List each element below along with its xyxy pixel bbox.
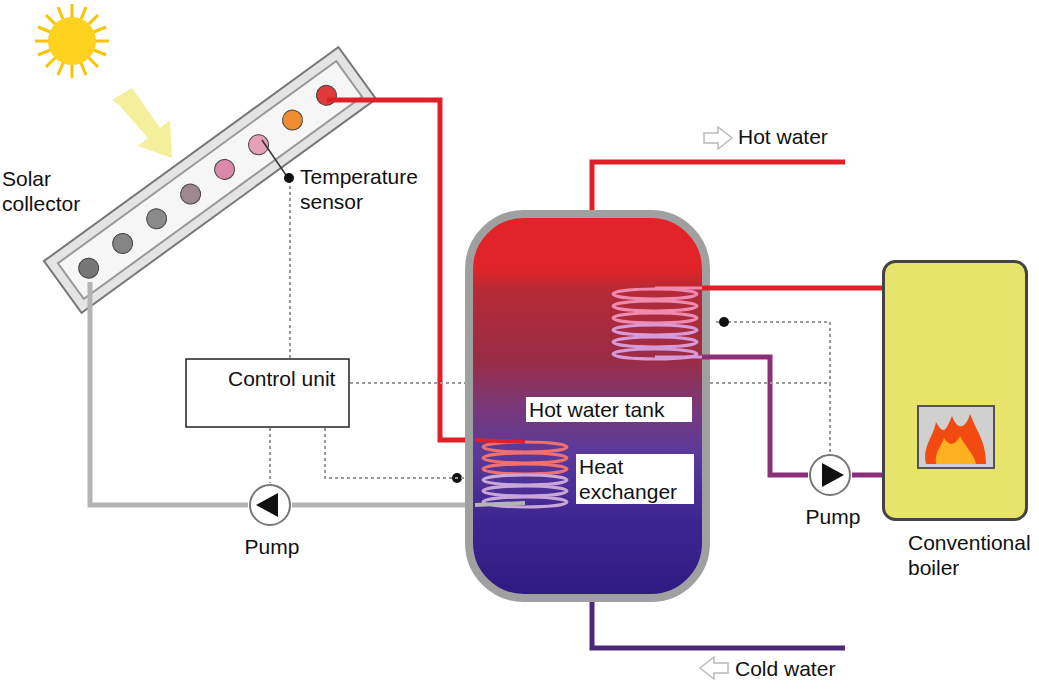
conventional-boiler: Conventional boiler bbox=[882, 260, 1028, 524]
node-label: Control unit bbox=[228, 366, 340, 391]
node-label: Pump bbox=[793, 504, 873, 529]
inlet-label: Cold water bbox=[735, 656, 865, 681]
return-pipe-stub bbox=[88, 282, 93, 322]
sun-icon bbox=[35, 4, 109, 78]
control-wire bbox=[269, 428, 271, 483]
node-outline bbox=[248, 483, 292, 527]
outlet-label: Hot water bbox=[738, 124, 858, 149]
control-box: Control unit bbox=[185, 358, 350, 428]
pipe-connector bbox=[292, 503, 475, 508]
hot-water-pipe bbox=[592, 162, 845, 215]
node-outline bbox=[882, 260, 1028, 524]
control-wire bbox=[325, 428, 475, 478]
sensor-leader bbox=[262, 140, 288, 178]
node-label: Hot water tank bbox=[526, 397, 692, 422]
pipe-connector bbox=[852, 473, 882, 478]
sensor-wire bbox=[289, 180, 291, 322]
pipe-connector bbox=[362, 100, 475, 440]
node-label: Conventional boiler bbox=[908, 530, 1038, 580]
node-outline bbox=[808, 453, 852, 497]
outflow-arrow bbox=[704, 127, 732, 149]
cold-water-pipe bbox=[592, 598, 845, 648]
pump: Pump bbox=[808, 453, 852, 497]
heat-exchanger: Heat exchanger bbox=[475, 435, 697, 517]
node-label: Solar collector bbox=[2, 166, 106, 216]
node-label: Pump bbox=[232, 534, 312, 559]
inflow-arrow bbox=[700, 657, 728, 679]
hot-pipe-stub bbox=[327, 98, 362, 103]
sunlight-arrow bbox=[112, 88, 172, 158]
hot-water-tank: Hot water tankHeat exchanger bbox=[465, 210, 718, 602]
sensor-wire bbox=[716, 322, 830, 383]
sensor-dot bbox=[284, 173, 294, 183]
sensor-dot bbox=[719, 317, 729, 327]
node-label: Heat exchanger bbox=[576, 454, 694, 504]
sensor-label: Temperature sensor bbox=[300, 164, 435, 214]
pump: Pump bbox=[248, 483, 292, 527]
pipe-connector bbox=[718, 357, 808, 475]
pipe-connector bbox=[718, 286, 882, 291]
control-wire bbox=[289, 322, 291, 358]
